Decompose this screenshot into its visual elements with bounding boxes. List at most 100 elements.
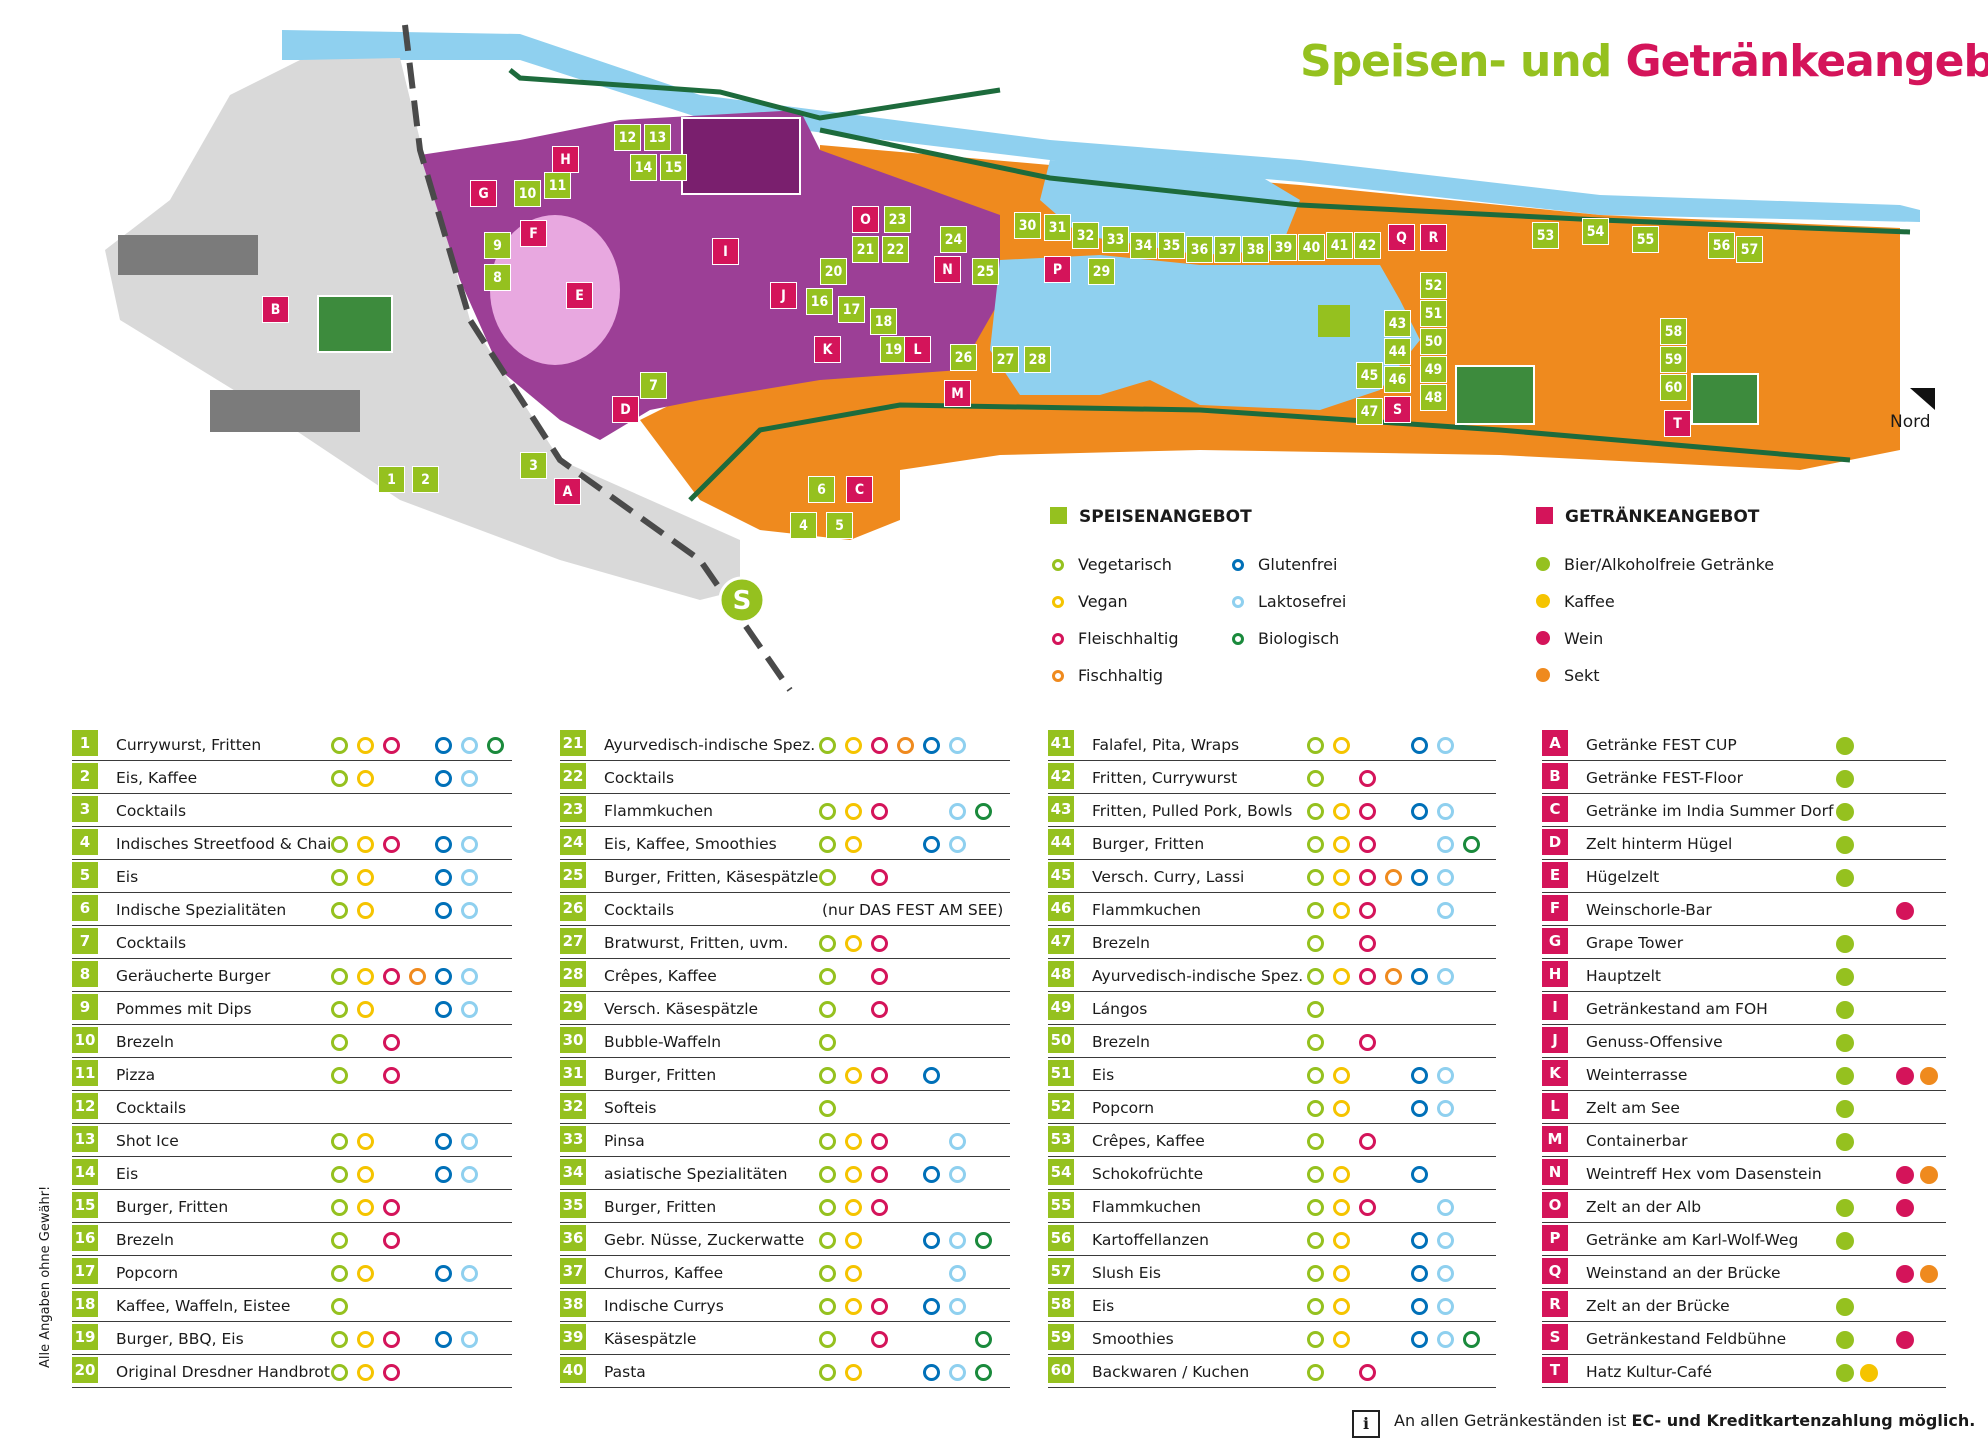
stand-name: Crêpes, Kaffee (604, 967, 717, 985)
tag-bio-icon (975, 1331, 992, 1348)
map-food-marker: 5 (826, 512, 853, 539)
tag-veg-icon (331, 1166, 348, 1183)
tag-vegan-icon (845, 737, 862, 754)
tag-veg-icon (331, 1133, 348, 1150)
tag-veg-icon (819, 1034, 836, 1051)
tag-bier-icon (1836, 869, 1854, 887)
stand-name: Getränke im India Summer Dorf (1586, 802, 1834, 820)
tag-veg-icon (1307, 803, 1324, 820)
tag-veg-icon (331, 1364, 348, 1381)
tag-laktose-icon (949, 836, 966, 853)
disclaimer: Alle Angaben ohne Gewähr! (38, 1185, 53, 1368)
map-drink-marker: K (814, 336, 841, 363)
map-food-marker: 44 (1384, 338, 1411, 365)
payment-note-bold: EC- und Kreditkartenzahlung möglich. (1631, 1411, 1976, 1430)
tag-veg-icon (1307, 1199, 1324, 1216)
tag-bio-icon (487, 737, 504, 754)
stand-name: Cocktails (604, 901, 675, 919)
tag-vegan-icon (845, 1265, 862, 1282)
rail-line (402, 24, 793, 692)
tag-vegan-icon (357, 770, 374, 787)
tag-vegan-icon (1333, 1331, 1350, 1348)
tag-laktose-icon (949, 1133, 966, 1150)
ring-bio-icon (1232, 633, 1244, 645)
tag-sekt-icon (1920, 1166, 1938, 1184)
tag-vegan-icon (357, 1133, 374, 1150)
ring-laktosefrei-icon (1232, 596, 1244, 608)
tag-vegan-icon (357, 1001, 374, 1018)
tag-fleisch-icon (871, 1001, 888, 1018)
tag-veg-icon (1307, 1166, 1324, 1183)
map-food-marker: 29 (1088, 258, 1115, 285)
tag-bio-icon (1463, 836, 1480, 853)
stand-id-badge: 49 (1048, 994, 1074, 1020)
stand-name: Slush Eis (1092, 1264, 1161, 1282)
legend-dot-wein: Wein (1536, 629, 1603, 648)
tag-laktose-icon (461, 869, 478, 886)
stage-left (317, 295, 393, 353)
stand-name: Grape Tower (1586, 934, 1684, 952)
stand-id-badge: 11 (72, 1060, 98, 1086)
hill (490, 215, 620, 365)
tag-laktose-icon (949, 803, 966, 820)
stand-id-badge: T (1542, 1357, 1568, 1383)
tag-fleisch-icon (383, 1067, 400, 1084)
stand-id-badge: 15 (72, 1192, 98, 1218)
tag-veg-icon (1307, 1364, 1324, 1381)
legend-label: Wein (1564, 629, 1604, 648)
stand-id-badge: 38 (560, 1291, 586, 1317)
tag-fleisch-icon (1359, 968, 1376, 985)
map-food-marker: 28 (1024, 346, 1051, 373)
tag-gluten-icon (1411, 1166, 1428, 1183)
stand-name: Flammkuchen (1092, 901, 1201, 919)
stand-name: Getränkestand Feldbühne (1586, 1330, 1787, 1348)
stand-id-badge: 29 (560, 994, 586, 1020)
tag-veg-icon (819, 1331, 836, 1348)
tag-bier-icon (1836, 968, 1854, 986)
map-food-marker: 13 (644, 124, 671, 151)
map-drink-marker: M (944, 380, 971, 407)
stand-name: Hügelzelt (1586, 868, 1660, 886)
stand-name: Ayurvedisch-indische Spez. (1092, 967, 1304, 985)
stand-name: Hauptzelt (1586, 967, 1661, 985)
tag-fleisch-icon (1359, 902, 1376, 919)
tag-vegan-icon (845, 1133, 862, 1150)
tag-laktose-icon (1437, 1199, 1454, 1216)
tag-bier-icon (1836, 1067, 1854, 1085)
tag-veg-icon (1307, 1034, 1324, 1051)
main-stage (681, 117, 801, 195)
legend-ring-laktosefrei: Laktosefrei (1232, 592, 1346, 611)
legend-label: Fischhaltig (1078, 666, 1164, 685)
stand-name: Softeis (604, 1099, 657, 1117)
tag-sekt-icon (1920, 1265, 1938, 1283)
tag-fleisch-icon (1359, 770, 1376, 787)
tag-laktose-icon (1437, 869, 1454, 886)
legend-label: Vegan (1078, 592, 1128, 611)
tag-fleisch-icon (871, 737, 888, 754)
stand-name: Eis (116, 1165, 139, 1183)
tag-veg-icon (331, 1067, 348, 1084)
map-food-marker: 26 (950, 344, 977, 371)
lake-main (990, 255, 1420, 410)
tag-gluten-icon (923, 1067, 940, 1084)
tag-laktose-icon (1437, 1298, 1454, 1315)
tag-vegan-icon (357, 836, 374, 853)
map-food-marker: 41 (1326, 232, 1353, 259)
tag-veg-icon (1307, 968, 1324, 985)
tag-veg-icon (331, 1232, 348, 1249)
map-food-marker: 3 (520, 452, 547, 479)
